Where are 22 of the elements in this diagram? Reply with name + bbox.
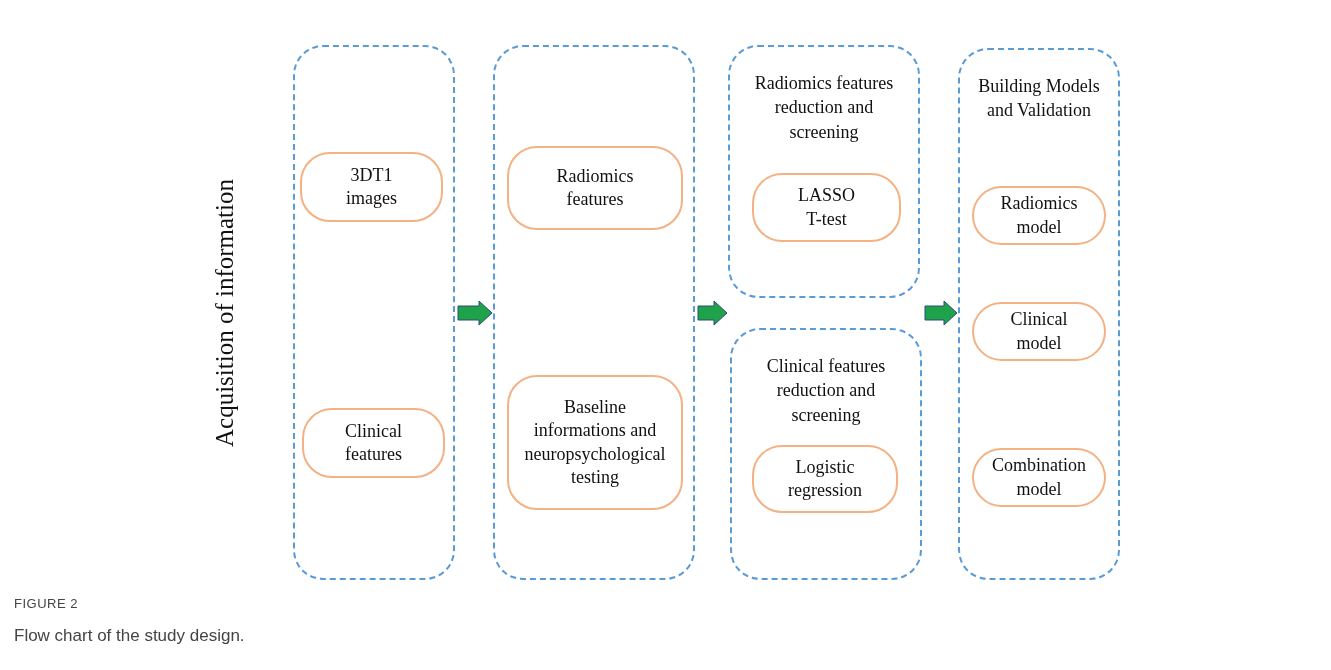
dashed-group-box [730, 328, 922, 580]
figure-label: FIGURE 2 [14, 596, 78, 611]
rounded-step-box: LASSO T-test [752, 173, 901, 242]
rounded-step-box: Radiomics model [972, 186, 1106, 245]
dashed-group-box [728, 45, 920, 298]
rounded-step-box: Combination model [972, 448, 1106, 507]
block-arrow [697, 300, 728, 326]
rounded-step-box: 3DT1 images [300, 152, 443, 222]
block-arrow [457, 300, 493, 326]
rounded-step-box: Radiomics features [507, 146, 683, 230]
rounded-step-box: Clinical features [302, 408, 445, 478]
group-heading: Clinical features reduction and screening [765, 355, 887, 427]
caption: Flow chart of the study design. [14, 626, 245, 646]
dashed-group-box [958, 48, 1120, 580]
vertical-heading: Acquisition of information [211, 177, 239, 449]
rounded-step-box: Logistic regression [752, 445, 898, 513]
dashed-group-box [493, 45, 695, 580]
rounded-step-box: Baseline informations and neuropsychological testing [507, 375, 683, 510]
block-arrow [924, 300, 958, 326]
group-heading: Radiomics features reduction and screening [753, 72, 895, 144]
group-heading: Building Models and Validation [978, 75, 1100, 123]
rounded-step-box: Clinical model [972, 302, 1106, 361]
